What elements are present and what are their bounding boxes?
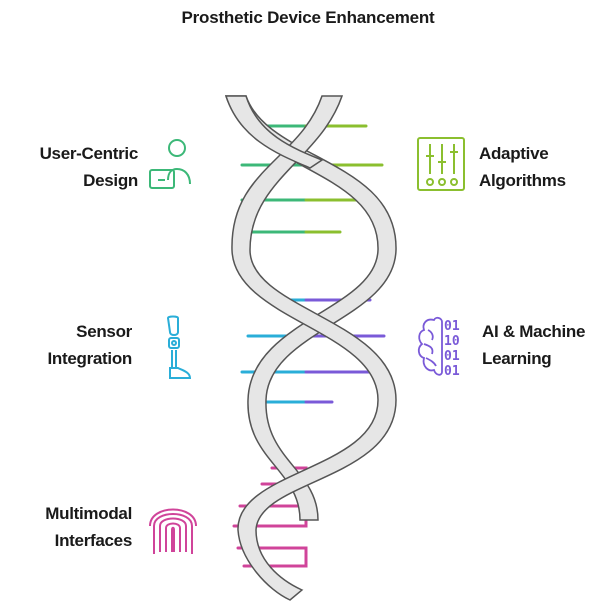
- binary-row-2: 10: [444, 334, 460, 349]
- helix-strand-front: [231, 95, 397, 601]
- binary-row-3: 01: [444, 349, 460, 364]
- fingerprint-icon: [149, 508, 197, 554]
- brain-binary-icon: 01 10 01 01: [417, 316, 460, 379]
- user-laptop-icon: [149, 139, 191, 189]
- prosthetic-leg-icon: [166, 315, 192, 379]
- sliders-icon: [417, 137, 465, 191]
- binary-row-1: 01: [444, 319, 460, 334]
- helix-strand-back-top: [224, 95, 324, 169]
- diagram-title: Prosthetic Device Enhancement: [181, 8, 435, 27]
- binary-row-4: 01: [444, 364, 460, 379]
- helix-strand-back: [224, 95, 397, 521]
